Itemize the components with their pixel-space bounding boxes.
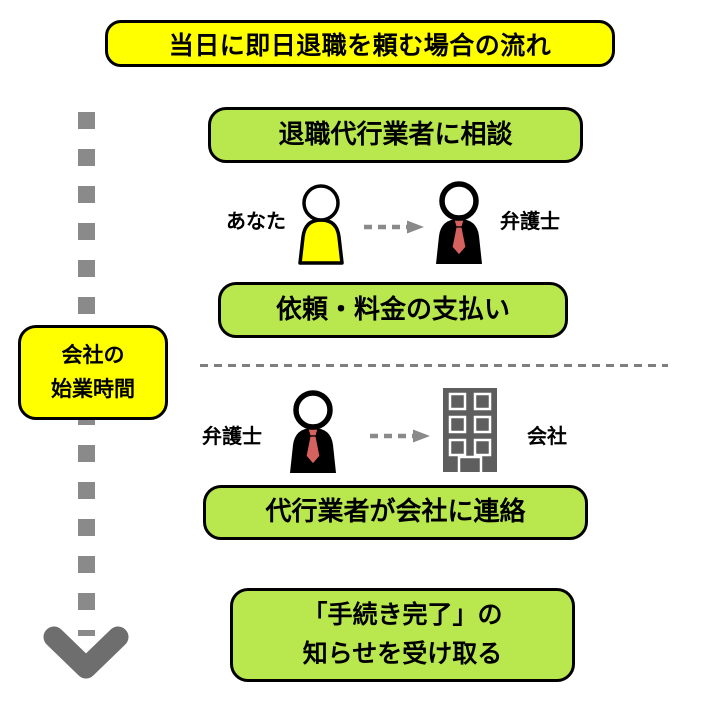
dashed-right-arrow-icon [364, 220, 424, 234]
person-icon [298, 184, 344, 265]
actor-label-lawyer: 弁護士 [500, 209, 560, 233]
actor-label-company: 会社 [527, 424, 567, 448]
actor-label-you: あなた [226, 209, 286, 233]
dashed-right-arrow-icon [370, 429, 430, 443]
down-arrow-icon [43, 626, 129, 679]
step-box-contact: 代行業者が会社に連絡 [203, 485, 588, 540]
step-complete-line1: 「手続き完了」の [302, 600, 503, 630]
step-complete-line2: 知らせを受け取る [302, 639, 503, 668]
time-marker-line2: 始業時間 [51, 376, 135, 401]
building-icon [443, 388, 497, 472]
lawyer-icon [436, 181, 482, 264]
actor-label-lawyer: 弁護士 [202, 424, 262, 448]
separator-dashed-line [200, 364, 668, 367]
lawyer-icon [290, 390, 336, 473]
time-marker: 会社の 始業時間 [18, 325, 168, 420]
step-box-complete: 「手続き完了」の 知らせを受け取る [230, 588, 575, 682]
page-title: 当日に即日退職を頼む場合の流れ [105, 20, 615, 67]
step-box-consult: 退職代行業者に相談 [208, 107, 583, 163]
time-marker-line1: 会社の [61, 342, 125, 367]
step-box-payment: 依頼・料金の支払い [218, 282, 568, 338]
